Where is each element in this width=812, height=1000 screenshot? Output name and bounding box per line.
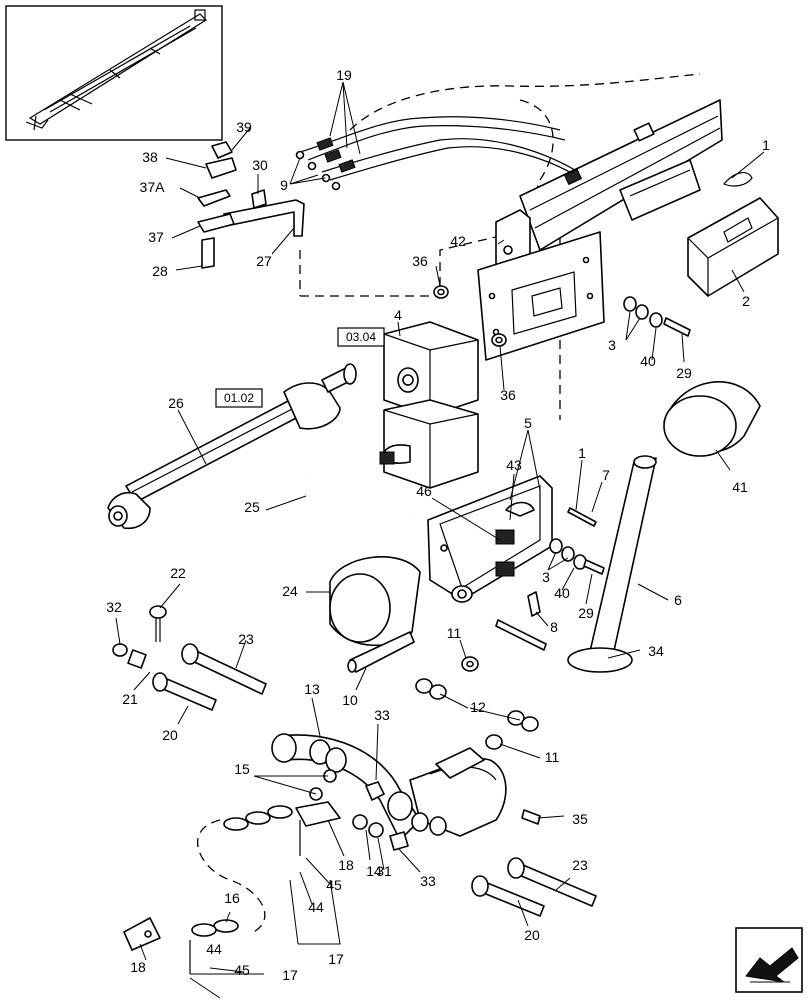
callout-13: 13 [304, 681, 320, 697]
callout-43: 43 [506, 457, 522, 473]
callout-29: 29 [676, 365, 692, 381]
callout-37: 37 [148, 229, 164, 245]
callout-3: 3 [608, 337, 616, 353]
guide-bracket-27 [197, 141, 305, 269]
callout-15: 15 [234, 761, 250, 777]
callout-17: 17 [328, 951, 344, 967]
pivot-bracket-46 [427, 475, 553, 603]
shield-part-41 [663, 381, 761, 457]
bolt-washer-set-lower [549, 507, 605, 575]
callout-44: 44 [308, 899, 324, 915]
callout-21: 21 [122, 691, 138, 707]
callout-23: 23 [572, 857, 588, 873]
chain-assembly [123, 801, 341, 974]
callout-37a: 37A [140, 179, 166, 195]
callout-30: 30 [252, 157, 268, 173]
callout-4: 4 [394, 307, 402, 323]
callout-44: 44 [206, 941, 222, 957]
link-hardware [309, 769, 541, 851]
callout-39: 39 [236, 119, 252, 135]
callout-19: 19 [336, 67, 352, 83]
callout-11: 11 [447, 625, 462, 641]
reference-box-03-04: 03.04 [337, 327, 385, 347]
callout-23: 23 [238, 631, 254, 647]
callout-34: 34 [648, 643, 664, 659]
clip-part-1 [722, 172, 753, 187]
callout-46: 46 [416, 483, 432, 499]
callout-35: 35 [572, 811, 588, 827]
callout-1: 1 [762, 137, 770, 153]
callout-labels: 1 1 2 3 3 4 5 6 7 8 9 10 11 11 12 13 14 … [106, 67, 770, 983]
gearbox-part-4 [379, 321, 479, 489]
callout-24: 24 [282, 583, 298, 599]
callout-25: 25 [244, 499, 260, 515]
callout-28: 28 [152, 263, 168, 279]
svg-text:03.04: 03.04 [346, 330, 376, 344]
callout-40: 40 [554, 585, 570, 601]
callout-12: 12 [470, 699, 486, 715]
lower-link-part-13 [271, 733, 507, 841]
machine-overview-thumbnail [5, 5, 223, 141]
callout-5: 5 [524, 415, 532, 431]
callout-42: 42 [450, 233, 466, 249]
callout-45: 45 [326, 877, 342, 893]
callout-40: 40 [640, 353, 656, 369]
control-cables [295, 116, 581, 191]
next-page-arrow-icon[interactable] [735, 927, 803, 993]
callout-6: 6 [674, 592, 682, 608]
stand-part-6 [567, 455, 657, 673]
callout-1: 1 [578, 445, 586, 461]
callout-32: 32 [106, 599, 122, 615]
callout-31: 31 [376, 863, 392, 879]
callout-36: 36 [500, 387, 516, 403]
callout-22: 22 [170, 565, 186, 581]
washer-36 [433, 285, 507, 347]
callout-33: 33 [420, 873, 436, 889]
reference-box-01-02: 01.02 [215, 388, 263, 408]
callout-16: 16 [224, 890, 240, 906]
boom-rail [519, 99, 723, 251]
callout-33: 33 [374, 707, 390, 723]
callout-29: 29 [578, 605, 594, 621]
shield-part-24 [329, 556, 421, 647]
callout-45: 45 [234, 962, 250, 978]
pto-driveshaft-26 [107, 363, 357, 530]
pins-upper [112, 605, 267, 711]
callout-9: 9 [280, 177, 288, 193]
svg-text:01.02: 01.02 [224, 391, 254, 405]
callout-7: 7 [602, 467, 610, 483]
pins-lower [471, 857, 597, 917]
callout-41: 41 [732, 479, 748, 495]
callout-14: 14 [366, 863, 382, 879]
callout-10: 10 [342, 692, 358, 708]
callout-3: 3 [542, 569, 550, 585]
cover-part-2 [687, 197, 779, 297]
callout-36: 36 [412, 253, 428, 269]
pin-part-8 [527, 591, 541, 617]
callout-20: 20 [524, 927, 540, 943]
callout-20: 20 [162, 727, 178, 743]
callout-27: 27 [256, 253, 272, 269]
bolt-washer-set-upper [623, 296, 691, 337]
mounting-bracket-42 [477, 209, 605, 361]
callout-18: 18 [338, 857, 354, 873]
leader-lines [115, 81, 765, 999]
hose-part-25 [299, 472, 413, 518]
callout-11: 11 [545, 749, 560, 765]
callout-18: 18 [130, 959, 146, 975]
rod-part-34 [495, 619, 547, 651]
callout-17: 17 [282, 967, 298, 983]
callout-26: 26 [168, 395, 184, 411]
callout-8: 8 [550, 619, 558, 635]
callout-2: 2 [742, 293, 750, 309]
tube-part-10 [347, 631, 415, 673]
washers-11-12 [415, 656, 539, 750]
callout-38: 38 [142, 149, 158, 165]
